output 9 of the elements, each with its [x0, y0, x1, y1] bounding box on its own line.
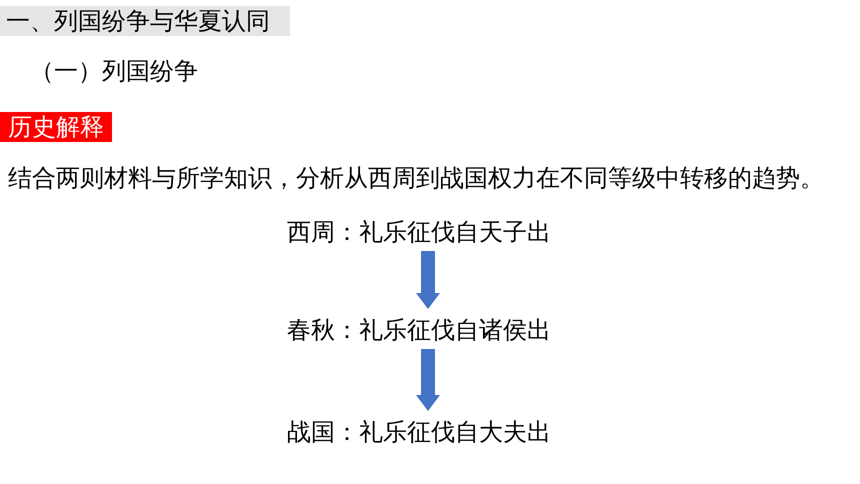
title-band: 一、列国纷争与华夏认同 — [0, 6, 290, 36]
period-text: 春秋：礼乐征伐自诸侯出 — [287, 315, 551, 345]
down-arrow — [416, 251, 440, 309]
down-arrow — [416, 349, 440, 411]
period-text: 战国：礼乐征伐自大夫出 — [287, 417, 551, 447]
tag-box: 历史解释 — [0, 112, 112, 142]
subheading: （一）列国纷争 — [30, 56, 198, 86]
period-text: 西周：礼乐征伐自天子出 — [287, 217, 551, 247]
question-text: 结合两则材料与所学知识，分析从西周到战国权力在不同等级中转移的趋势。 — [8, 163, 824, 193]
